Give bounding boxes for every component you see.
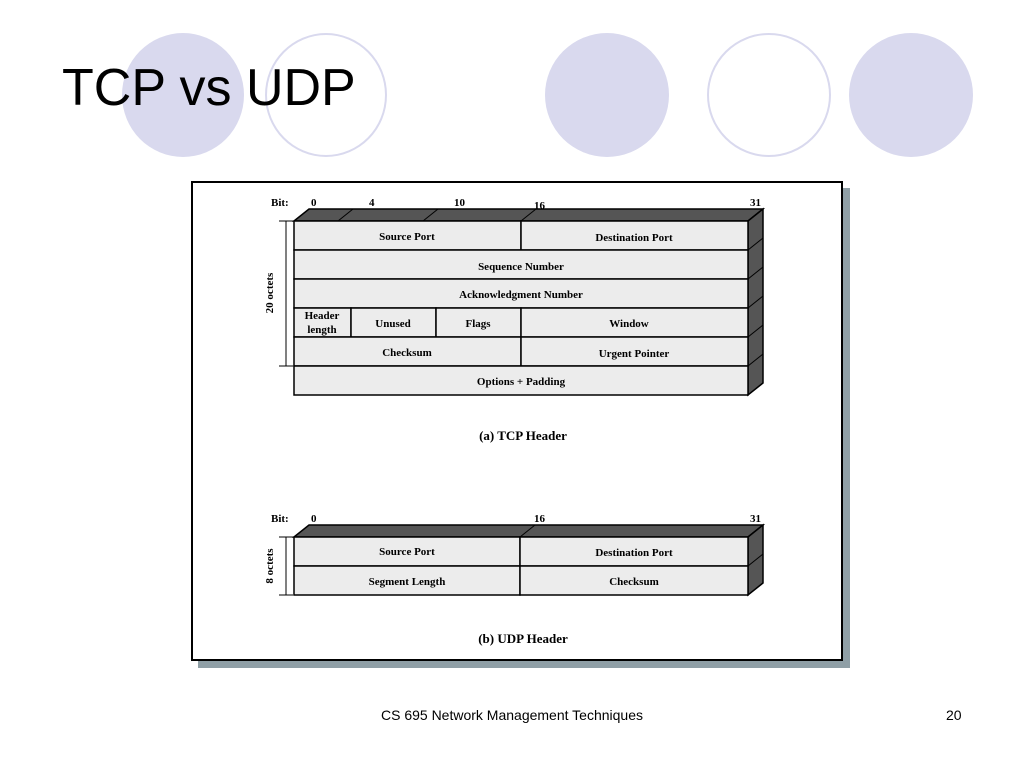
tcp-label-options: Options + Padding: [477, 376, 566, 388]
tcp-top-divider-4: [337, 208, 354, 222]
header-diagram: Bit: 0 4 10 16 31 20 octets Source Port …: [264, 197, 766, 646]
udp-top-divider-16: [519, 524, 536, 538]
udp-field-checksum: [519, 565, 749, 596]
udp-top-face: [291, 524, 766, 538]
udp-bit-label: Bit:: [271, 513, 289, 525]
udp-label-checksum: Checksum: [609, 576, 659, 588]
tcp-bit-tick: 4: [369, 197, 375, 209]
tcp-top-divider-10: [422, 208, 439, 222]
tcp-side-divider: [747, 237, 764, 251]
tcp-side-divider: [747, 266, 764, 280]
decor-circle-5: [849, 33, 973, 157]
decor-circle-4: [707, 33, 831, 157]
tcp-label-unused: Unused: [375, 318, 410, 330]
tcp-bit-label: Bit:: [271, 197, 289, 209]
udp-label-source-port: Source Port: [379, 546, 435, 558]
udp-side-divider: [747, 553, 764, 567]
slide-title: TCP vs UDP: [62, 59, 356, 117]
header-diagram-figure: Bit: 0 4 10 16 31 20 octets Source Port …: [191, 181, 843, 661]
tcp-bit-tick: 16: [534, 200, 546, 212]
tcp-label-sequence-number: Sequence Number: [478, 261, 564, 273]
udp-bit-tick: 16: [534, 513, 546, 525]
udp-label-destination-port: Destination Port: [595, 547, 673, 559]
udp-field-source-port: [293, 536, 521, 567]
tcp-octets-label: 20 octets: [264, 272, 276, 313]
tcp-field-urgent-pointer: [520, 336, 749, 367]
tcp-label-flags: Flags: [465, 318, 491, 330]
udp-field-segment-length: [293, 565, 521, 596]
tcp-bit-tick: 0: [311, 197, 317, 209]
udp-bit-tick: 0: [311, 513, 317, 525]
udp-header-diagram: Bit: 0 16 31 8 octets Source Port Destin…: [264, 513, 766, 646]
tcp-side-divider: [747, 295, 764, 309]
tcp-label-header-length-line1: Header: [305, 310, 340, 322]
tcp-label-urgent-pointer: Urgent Pointer: [599, 348, 670, 360]
tcp-header-diagram: Bit: 0 4 10 16 31 20 octets Source Port …: [264, 197, 766, 443]
tcp-label-header-length-line2: length: [307, 324, 336, 336]
tcp-top-divider-16: [520, 208, 537, 222]
tcp-bit-tick: 10: [454, 197, 466, 209]
tcp-field-checksum: [293, 336, 522, 367]
tcp-caption: (a) TCP Header: [479, 428, 567, 443]
tcp-side-divider: [747, 353, 764, 367]
decor-circle-3: [545, 33, 669, 157]
tcp-field-destination-port: [520, 220, 749, 251]
udp-label-segment-length: Segment Length: [369, 576, 446, 588]
tcp-side-divider: [747, 324, 764, 338]
tcp-label-checksum: Checksum: [382, 347, 432, 359]
udp-bit-tick: 31: [750, 513, 761, 525]
tcp-field-source-port: [293, 220, 522, 251]
tcp-field-options: [293, 365, 749, 396]
tcp-label-window: Window: [609, 318, 649, 330]
tcp-label-source-port: Source Port: [379, 231, 435, 243]
tcp-bit-tick: 31: [750, 197, 761, 209]
tcp-field-window: [520, 307, 749, 338]
udp-octets-label: 8 octets: [264, 548, 276, 584]
decor-circle-1: [122, 33, 244, 157]
tcp-label-destination-port: Destination Port: [595, 232, 673, 244]
slide-number: 20: [946, 707, 962, 723]
footer-course-name: CS 695 Network Management Techniques: [380, 707, 643, 723]
tcp-label-ack-number: Acknowledgment Number: [459, 289, 583, 301]
decor-circle-2: [265, 33, 387, 157]
udp-caption: (b) UDP Header: [478, 631, 568, 646]
